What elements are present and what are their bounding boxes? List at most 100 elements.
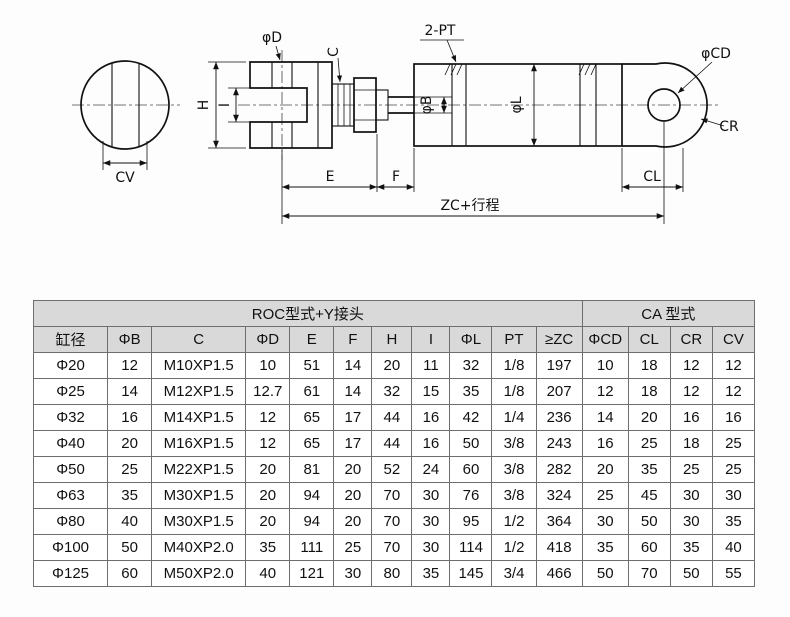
label-zc-stroke: ZC+行程: [440, 198, 499, 214]
table-cell: 65: [289, 430, 335, 457]
table-cell: 35: [107, 482, 153, 509]
table-cell: 70: [627, 560, 671, 587]
table-cell: 20: [333, 482, 373, 509]
table-cell: 42: [449, 404, 493, 431]
table-cell: 70: [371, 508, 413, 535]
table-cell: 418: [535, 534, 583, 561]
table-cell: 20: [245, 456, 291, 483]
table-cell: 1/2: [491, 534, 537, 561]
column-header: CR: [669, 326, 713, 353]
label-cv: CV: [115, 170, 135, 186]
end-view: [80, 60, 170, 170]
table-cell: 50: [581, 560, 629, 587]
table-cell: 12: [669, 378, 713, 405]
table-cell: 95: [449, 508, 493, 535]
table-cell: 1/8: [491, 378, 537, 405]
table-cell: 45: [627, 482, 671, 509]
table-cell: 20: [107, 430, 153, 457]
table-cell: 76: [449, 482, 493, 509]
table-cell: 3/8: [491, 456, 537, 483]
column-header: ≥ZC: [535, 326, 583, 353]
table-cell: 12: [245, 404, 291, 431]
table-cell: 30: [581, 508, 629, 535]
table-cell: 20: [245, 482, 291, 509]
table-cell: 30: [411, 482, 451, 509]
table-cell: 12: [711, 378, 756, 405]
table-cell: 80: [371, 560, 413, 587]
table-cell: 40: [711, 534, 756, 561]
table-cell: M50XP2.0: [151, 560, 247, 587]
table-cell: 145: [449, 560, 493, 587]
column-header: E: [289, 326, 335, 353]
cylinder-body: [413, 39, 623, 147]
table-cell: M14XP1.5: [151, 404, 247, 431]
table-cell: M40XP2.0: [151, 534, 247, 561]
table-cell: 25: [669, 456, 713, 483]
table-cell: 16: [711, 404, 756, 431]
table-cell: 11: [411, 352, 451, 379]
table-cell: 16: [107, 404, 153, 431]
label-f: F: [392, 169, 400, 185]
table-cell: 197: [535, 352, 583, 379]
table-cell: 51: [289, 352, 335, 379]
table-cell: 20: [333, 456, 373, 483]
table-cell: 25: [107, 456, 153, 483]
table-cell: 16: [581, 430, 629, 457]
column-header: CL: [627, 326, 671, 353]
table-cell: 14: [107, 378, 153, 405]
table-cell: 32: [449, 352, 493, 379]
table-cell: 20: [245, 508, 291, 535]
table-cell: 94: [289, 508, 335, 535]
drawing-svg: CV φD C 2-PT φCD CR H I φB φL E F CL ZC+…: [72, 23, 739, 224]
column-header: CV: [711, 326, 756, 353]
table-cell: 20: [333, 508, 373, 535]
table-cell: 35: [669, 534, 713, 561]
table-cell: 44: [371, 404, 413, 431]
table-cell: 12.7: [245, 378, 291, 405]
column-header: I: [411, 326, 451, 353]
column-header: PT: [491, 326, 537, 353]
table-cell: 25: [333, 534, 373, 561]
table-cell: 30: [333, 560, 373, 587]
table-cell: 18: [627, 378, 671, 405]
table-cell: 61: [289, 378, 335, 405]
table-cell: 70: [371, 482, 413, 509]
table-cell: 17: [333, 430, 373, 457]
label-phi-b: φB: [419, 96, 435, 115]
table-cell: 35: [581, 534, 629, 561]
table-cell: 324: [535, 482, 583, 509]
table-cell: 14: [333, 352, 373, 379]
column-header: ΦCD: [581, 326, 629, 353]
column-header: ΦB: [107, 326, 153, 353]
table-cell: 20: [371, 352, 413, 379]
table-cell: 30: [411, 534, 451, 561]
table-cell: 3/8: [491, 482, 537, 509]
table-cell: 35: [449, 378, 493, 405]
table-cell: 50: [669, 560, 713, 587]
table-cell: 55: [711, 560, 756, 587]
table-cell: 25: [581, 482, 629, 509]
table-cell: Φ25: [32, 378, 109, 405]
table-cell: 111: [289, 534, 335, 561]
column-header: F: [333, 326, 373, 353]
table-cell: 12: [669, 352, 713, 379]
label-e: E: [326, 169, 335, 185]
table-cell: 243: [535, 430, 583, 457]
group-header-roc: ROC型式+Y接头: [33, 300, 583, 327]
table-cell: 25: [711, 430, 756, 457]
table-cell: 24: [411, 456, 451, 483]
table-cell: 25: [711, 456, 756, 483]
table-cell: 18: [669, 430, 713, 457]
column-header: 缸径: [32, 326, 109, 353]
table-cell: 60: [107, 560, 153, 587]
table-cell: 14: [333, 378, 373, 405]
table-cell: 364: [535, 508, 583, 535]
table-cell: Φ20: [32, 352, 109, 379]
